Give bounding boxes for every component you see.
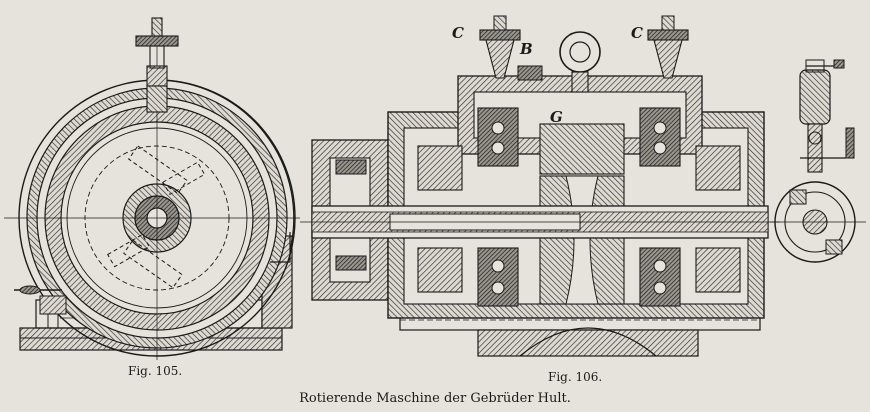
left-handwheel <box>479 15 521 79</box>
label-c-left: C <box>452 24 464 42</box>
fig-106-label: Fig. 106. <box>548 370 603 384</box>
fig-105-label: Fig. 105. <box>128 364 183 378</box>
label-g: G <box>550 108 563 126</box>
fig-106-drawing <box>300 15 780 357</box>
plate-caption: Rotierende Maschine der Gebrüder Hult. <box>299 391 571 406</box>
lubricator-and-pulley <box>770 59 866 263</box>
label-b: B <box>520 40 533 58</box>
label-c-right: C <box>631 24 643 42</box>
right-handwheel <box>647 15 689 79</box>
fig-105-drawing <box>4 17 300 360</box>
eye-bolt <box>559 31 601 93</box>
